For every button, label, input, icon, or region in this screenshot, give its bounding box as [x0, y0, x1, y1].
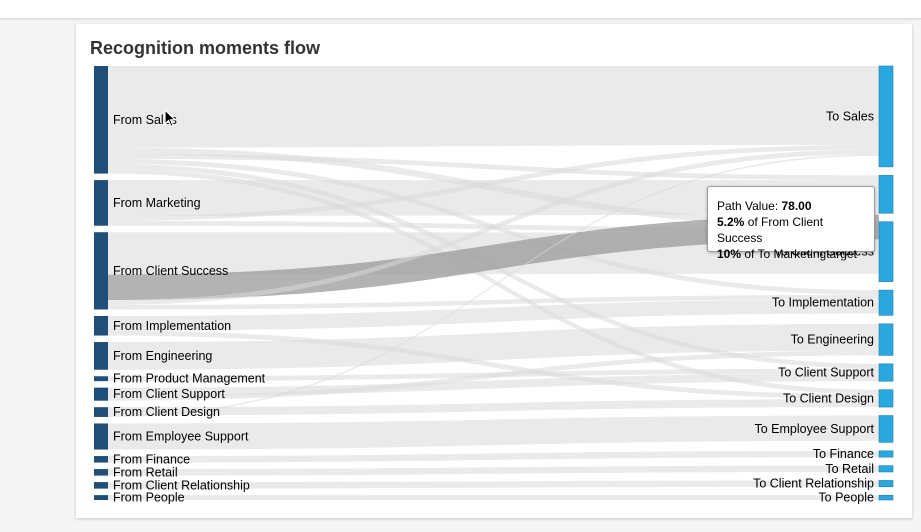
target-label-to-employee-support: To Employee Support	[754, 422, 874, 436]
link-from-client-success-to-to-marketing[interactable]	[108, 214, 879, 301]
link-from-client-relationship-to-to-client-relationship[interactable]	[108, 480, 879, 489]
source-label-from-marketing: From Marketing	[113, 196, 201, 210]
target-node-to-sales[interactable]	[878, 65, 894, 168]
source-label-from-engineering: From Engineering	[113, 349, 212, 363]
source-node-from-retail[interactable]	[94, 469, 108, 476]
link-from-client-support-to-to-engineering[interactable]	[108, 350, 879, 401]
link-from-implementation-to-to-implementation[interactable]	[108, 299, 879, 331]
target-node-to-implementation[interactable]	[878, 289, 894, 316]
tooltip-target-text: of To Marketingtarget	[744, 247, 857, 261]
target-node-to-marketing[interactable]	[878, 175, 894, 214]
source-label-from-finance: From Finance	[113, 452, 190, 466]
target-node-to-client-success[interactable]	[878, 221, 894, 282]
chart-title: Recognition moments flow	[90, 38, 321, 58]
tooltip-path-value: 78.00	[781, 199, 812, 213]
link-from-client-design-to-to-client-design[interactable]	[108, 399, 879, 416]
link-from-client-design-to-to-sales[interactable]	[108, 154, 879, 417]
tooltip-source-line: 5.2% of From Client Success	[717, 214, 865, 246]
target-node-to-client-relationship[interactable]	[878, 480, 894, 488]
link-from-marketing-to-to-marketing[interactable]	[108, 180, 879, 216]
source-node-from-implementation[interactable]	[94, 315, 108, 336]
link-from-employee-support-to-to-employee-support[interactable]	[108, 415, 879, 450]
link-from-sales-to-to-client-design[interactable]	[108, 168, 879, 395]
target-label-to-people: To People	[818, 491, 874, 505]
target-node-to-client-design[interactable]	[878, 389, 894, 408]
links-layer	[108, 66, 879, 500]
target-label-to-engineering: To Engineering	[791, 333, 874, 347]
target-node-to-retail[interactable]	[878, 465, 894, 473]
tooltip-target-pct: 10%	[717, 247, 742, 261]
target-node-to-employee-support[interactable]	[878, 415, 894, 443]
tooltip-source-pct: 5.2%	[717, 215, 745, 229]
source-label-from-client-relationship: From Client Relationship	[113, 478, 250, 492]
mouse-cursor-icon	[164, 109, 176, 128]
source-node-from-employee-support[interactable]	[94, 423, 108, 450]
link-from-client-success-to-to-implementation[interactable]	[108, 294, 879, 310]
link-from-finance-to-to-finance[interactable]	[108, 450, 879, 463]
source-label-from-client-support: From Client Support	[113, 387, 225, 401]
target-node-to-finance[interactable]	[878, 450, 894, 458]
source-node-from-finance[interactable]	[94, 456, 108, 463]
source-node-from-client-support[interactable]	[94, 387, 108, 401]
link-from-client-support-to-to-client-support[interactable]	[108, 373, 879, 396]
target-label-to-implementation: To Implementation	[772, 296, 874, 310]
nodes-layer	[94, 65, 894, 501]
link-from-retail-to-to-retail[interactable]	[108, 465, 879, 476]
link-from-client-success-to-to-sales[interactable]	[108, 149, 879, 305]
source-node-from-people[interactable]	[94, 495, 108, 500]
source-node-from-sales[interactable]	[94, 66, 108, 174]
target-label-to-client-design: To Client Design	[783, 391, 874, 405]
target-node-to-client-support[interactable]	[878, 363, 894, 382]
tooltip-source-text: of From Client Success	[717, 215, 824, 245]
source-label-from-product-management: From Product Management	[113, 372, 266, 386]
source-label-from-client-design: From Client Design	[113, 405, 220, 419]
target-label-to-client-support: To Client Support	[778, 366, 874, 380]
target-label-to-retail: To Retail	[825, 462, 874, 476]
target-label-to-sales: To Sales	[826, 109, 874, 123]
tooltip-path-label: Path Value:	[717, 199, 779, 213]
source-label-from-people: From People	[113, 491, 185, 505]
link-from-people-to-to-people[interactable]	[108, 495, 879, 500]
source-node-from-product-management[interactable]	[94, 376, 108, 382]
target-node-to-people[interactable]	[878, 494, 894, 501]
source-label-from-retail: From Retail	[113, 465, 178, 479]
tooltip-path-line: Path Value: 78.00	[717, 198, 865, 214]
target-node-to-engineering[interactable]	[878, 323, 894, 356]
source-node-from-engineering[interactable]	[94, 342, 108, 370]
top-bar	[0, 0, 921, 19]
link-from-implementation-to-to-client-design[interactable]	[108, 330, 879, 400]
source-node-from-client-success[interactable]	[94, 232, 108, 310]
source-label-from-employee-support: From Employee Support	[113, 430, 249, 444]
source-node-from-client-design[interactable]	[94, 407, 108, 417]
source-label-from-sales: From Sales	[113, 113, 177, 127]
link-from-sales-to-to-marketing[interactable]	[108, 154, 879, 181]
source-label-from-client-success: From Client Success	[113, 264, 228, 278]
target-label-to-client-relationship: To Client Relationship	[753, 477, 874, 491]
link-tooltip: Path Value: 78.00 5.2% of From Client Su…	[707, 186, 875, 261]
source-node-from-client-relationship[interactable]	[94, 482, 108, 489]
source-node-from-marketing[interactable]	[94, 180, 108, 226]
link-from-marketing-to-to-sales[interactable]	[108, 144, 879, 221]
link-from-sales-to-to-sales[interactable]	[108, 66, 879, 148]
target-label-to-finance: To Finance	[813, 447, 874, 461]
link-from-engineering-to-to-engineering[interactable]	[108, 323, 879, 370]
tooltip-target-line: 10% of To Marketingtarget	[717, 246, 865, 262]
source-label-from-implementation: From Implementation	[113, 319, 231, 333]
